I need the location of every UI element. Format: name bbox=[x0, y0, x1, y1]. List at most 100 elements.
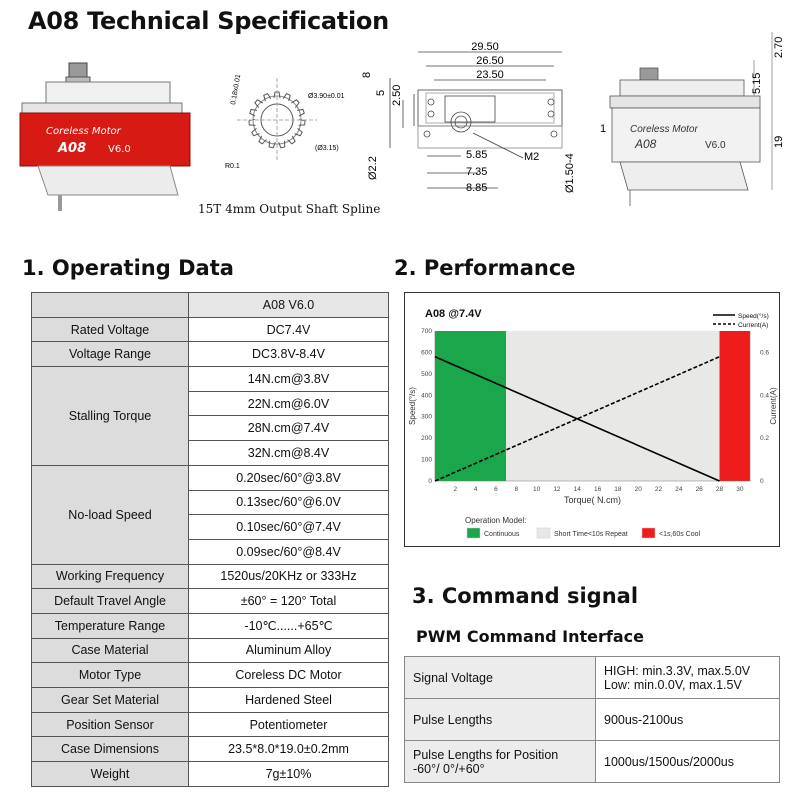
dim-hole-2: Ø1.50-4 bbox=[564, 153, 576, 193]
y-tick-label: 200 bbox=[421, 435, 432, 442]
legend-zone-label-1: Short Time<10s Repeat bbox=[554, 531, 628, 538]
x-tick-label: 28 bbox=[716, 486, 724, 493]
table-row: 0.10sec/60°@7.4V bbox=[32, 514, 389, 540]
table-row: 0.13sec/60°@6.0V bbox=[32, 489, 389, 516]
series-line-0 bbox=[434, 355, 720, 482]
y-tick-label: 600 bbox=[421, 349, 432, 356]
y-tick-label: 400 bbox=[421, 392, 432, 399]
legend-zone-swatch-2 bbox=[641, 527, 656, 539]
dim-hole: Ø2.2 bbox=[367, 156, 379, 180]
dim-23-50: 23.50 bbox=[476, 69, 504, 81]
dim-2-70: 2.70 bbox=[773, 37, 785, 58]
legend-zone-label-2: <1s,60s Cool bbox=[659, 531, 700, 538]
legend-zone-label-0: Continuous bbox=[484, 531, 520, 538]
dim-29-50: 29.50 bbox=[471, 41, 499, 53]
y2-tick-label: 0.4 bbox=[760, 392, 769, 399]
x-tick-label: 22 bbox=[655, 486, 663, 493]
operating-heading: 1. Operating Data bbox=[22, 256, 234, 280]
series-line-1 bbox=[434, 355, 720, 482]
x-tick-label: 2 bbox=[454, 486, 458, 493]
spline-dim-4: R0.1 bbox=[225, 163, 240, 170]
legend-zone-swatch-0 bbox=[466, 527, 481, 539]
dim-8-85: 8.85 bbox=[466, 182, 487, 194]
dim-8: 8 bbox=[361, 72, 373, 78]
spline-caption: 15T 4mm Output Shaft Spline bbox=[198, 202, 381, 216]
x-tick-label: 26 bbox=[696, 486, 704, 493]
legend-label-0: Speed(°/s) bbox=[738, 312, 769, 320]
y-tick-label: 700 bbox=[421, 328, 432, 335]
dim-m2: M2 bbox=[524, 151, 539, 163]
table-row: Pulse Lengths for Position-60°/ 0°/+60° … bbox=[404, 740, 780, 783]
performance-heading: 2. Performance bbox=[394, 256, 576, 280]
side-label-model: A08 bbox=[634, 137, 657, 151]
operation-model-label: Operation Model: bbox=[465, 516, 526, 525]
y-tick-label: 100 bbox=[421, 457, 432, 464]
spline-dim-3: (Ø3.15) bbox=[315, 145, 339, 152]
y-axis-label: Speed(°/s) bbox=[408, 387, 417, 425]
table-row: 0.09sec/60°@8.4V bbox=[32, 538, 389, 565]
zone-1 bbox=[506, 331, 720, 481]
table-row: 22N.cm@6.0V bbox=[32, 390, 389, 417]
x-tick-label: 10 bbox=[533, 486, 541, 493]
command-subheading: PWM Command Interface bbox=[416, 627, 644, 646]
table-row: Pulse Lengths 900us-2100us bbox=[404, 698, 780, 741]
dim-7-35: 7.35 bbox=[466, 166, 487, 178]
dim-26-50: 26.50 bbox=[476, 55, 504, 67]
spline-dim-1: 0.18x0.01 bbox=[230, 74, 242, 106]
table-row: 28N.cm@7.4V bbox=[32, 415, 389, 442]
x-tick-label: 30 bbox=[736, 486, 744, 493]
table-row: Temperature Range-10℃......+65℃ bbox=[31, 612, 389, 639]
side-label-line1: Coreless Motor bbox=[630, 124, 698, 135]
legend-zone-swatch-1 bbox=[536, 527, 551, 539]
table-row: Default Travel Angle±60° = 120° Total bbox=[31, 588, 389, 614]
x-tick-label: 12 bbox=[553, 486, 561, 493]
x-axis-label: Torque( N.cm) bbox=[564, 495, 621, 505]
x-tick-label: 16 bbox=[594, 486, 602, 493]
servo-front-illustration: Coreless Motor A08 V6.0 bbox=[19, 62, 191, 211]
y2-axis-label: Current(A) bbox=[769, 387, 778, 425]
x-tick-label: 8 bbox=[514, 486, 518, 493]
dim-19: 19 bbox=[773, 136, 785, 148]
top-view-drawing: 29.50 26.50 23.50 8 5 2.50 5.85 7.35 8.8… bbox=[361, 41, 576, 194]
side-label-version: V6.0 bbox=[705, 140, 726, 151]
product-label-version: V6.0 bbox=[108, 144, 131, 155]
table-row: A08 V6.0 bbox=[31, 292, 389, 318]
dim-2-50: 2.50 bbox=[391, 85, 403, 106]
spline-drawing: 0.18x0.01 Ø3.90±0.01 (Ø3.15) R0.1 bbox=[225, 74, 345, 170]
dim-5-85: 5.85 bbox=[466, 149, 487, 161]
dim-1: 1 bbox=[600, 123, 606, 135]
spline-dim-2: Ø3.90±0.01 bbox=[308, 93, 345, 100]
zone-0 bbox=[435, 331, 507, 481]
zone-2 bbox=[719, 331, 750, 481]
y2-tick-label: 0 bbox=[760, 478, 764, 485]
y-tick-label: 0 bbox=[428, 478, 432, 485]
product-label-line1: Coreless Motor bbox=[46, 126, 122, 137]
side-view-drawing: Coreless Motor A08 V6.0 2.70 5.15 1 19 bbox=[600, 32, 785, 206]
dim-5-15: 5.15 bbox=[751, 73, 763, 94]
x-tick-label: 24 bbox=[675, 486, 683, 493]
x-tick-label: 4 bbox=[474, 486, 478, 493]
legend-label-1: Current(A) bbox=[738, 322, 768, 329]
dim-5: 5 bbox=[375, 90, 387, 96]
y-tick-label: 500 bbox=[421, 371, 432, 378]
y-tick-label: 300 bbox=[421, 414, 432, 421]
x-tick-label: 14 bbox=[574, 486, 582, 493]
command-heading: 3. Command signal bbox=[412, 584, 639, 608]
page-title: A08 Technical Specification bbox=[28, 7, 389, 35]
x-tick-label: 20 bbox=[635, 486, 643, 493]
y2-tick-label: 0.6 bbox=[760, 349, 769, 356]
